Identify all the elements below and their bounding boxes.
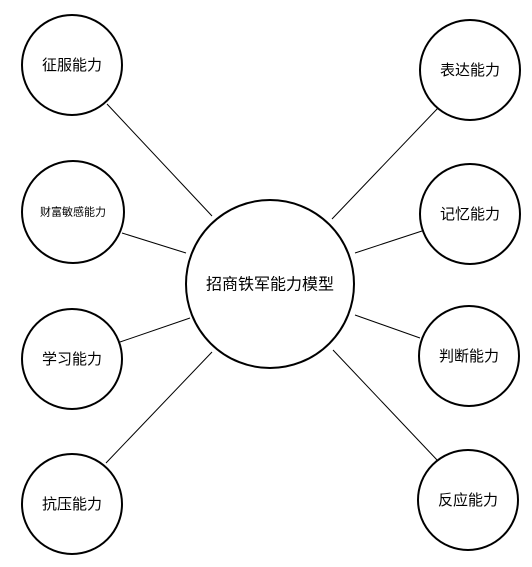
- connector-wealth: [121, 232, 187, 254]
- connector-learning: [119, 317, 191, 343]
- center-node-circle: [185, 199, 355, 369]
- node-memory-label: 记忆能力: [440, 205, 500, 223]
- node-wealth-circle: [21, 160, 125, 264]
- connector-conquer: [106, 103, 213, 217]
- center-node: 招商铁军能力模型: [185, 199, 355, 369]
- connectors: [105, 103, 439, 464]
- node-reaction-circle: [417, 449, 519, 551]
- node-learning-circle: [21, 308, 123, 410]
- node-resilience-circle: [21, 453, 123, 555]
- connector-reaction: [332, 349, 439, 462]
- node-memory-circle: [419, 163, 521, 265]
- node-reaction: 反应能力: [417, 449, 519, 551]
- node-wealth: 财富敏感能力: [21, 160, 125, 264]
- node-learning-label: 学习能力: [42, 350, 102, 368]
- node-judgment: 判断能力: [418, 305, 520, 407]
- node-learning: 学习能力: [21, 308, 123, 410]
- node-judgment-label: 判断能力: [439, 347, 499, 365]
- node-resilience-label: 抗压能力: [42, 495, 102, 513]
- node-expression: 表达能力: [419, 19, 521, 121]
- connector-memory: [354, 230, 423, 254]
- node-reaction-label: 反应能力: [438, 491, 498, 509]
- connector-judgment: [354, 314, 421, 339]
- node-conquer: 征服能力: [21, 14, 123, 116]
- node-memory: 记忆能力: [419, 163, 521, 265]
- node-judgment-circle: [418, 305, 520, 407]
- connector-expression: [331, 107, 439, 220]
- node-conquer-circle: [21, 14, 123, 116]
- node-conquer-label: 征服能力: [42, 56, 102, 74]
- node-expression-label: 表达能力: [440, 61, 500, 79]
- center-node-label: 招商铁军能力模型: [206, 275, 334, 294]
- connector-resilience: [105, 351, 213, 464]
- node-wealth-label: 财富敏感能力: [40, 205, 106, 219]
- node-resilience: 抗压能力: [21, 453, 123, 555]
- node-expression-circle: [419, 19, 521, 121]
